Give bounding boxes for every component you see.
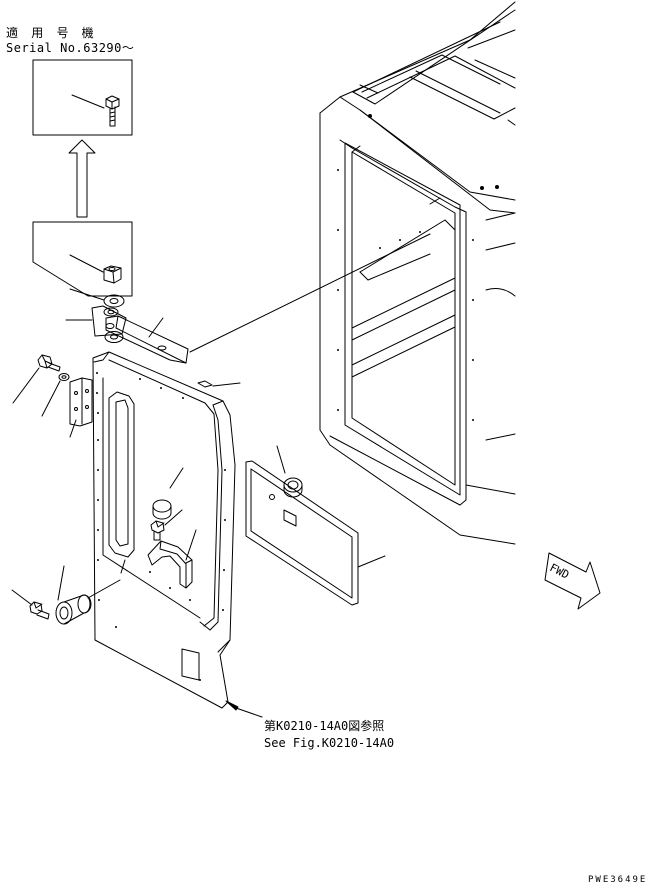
lower-plate	[181, 648, 200, 681]
cab-holes	[337, 114, 499, 421]
reference-arrow-icon	[225, 700, 263, 718]
hinge-bolt-icon	[12, 354, 61, 404]
reference-japanese: 第K0210-14A0図参照	[264, 719, 385, 733]
door-bolt-icon	[150, 520, 165, 541]
applicable-serial-label: 適 用 号 機	[6, 26, 97, 40]
cab-door	[92, 351, 241, 709]
lock-bracket	[105, 315, 189, 364]
door-stopper-icon	[55, 565, 121, 625]
stopper-bolt-icon	[11, 589, 50, 620]
door-handle	[147, 540, 193, 589]
cab-body	[319, 1, 516, 545]
hinge-washer-icon	[41, 373, 70, 417]
up-arrow-icon	[68, 139, 96, 218]
cover-panel	[245, 460, 386, 606]
drawing-code: PWE3649E	[588, 875, 648, 885]
nut-inset-box	[32, 221, 133, 297]
door-knob	[152, 499, 172, 520]
bolt-icon	[105, 95, 120, 127]
fwd-arrow-icon	[544, 552, 601, 610]
door-rivets	[96, 372, 226, 681]
reference-english: See Fig.K0210-14A0	[264, 736, 395, 750]
hinge-plate	[69, 377, 93, 438]
washer-icon	[69, 288, 125, 343]
grommet-icon	[276, 445, 303, 498]
latch-pad	[197, 380, 213, 388]
striker-plate	[65, 305, 127, 337]
serial-number-label: Serial No.63290～	[6, 41, 135, 55]
bolt-inset-box	[32, 59, 133, 136]
nut-icon	[103, 265, 122, 284]
